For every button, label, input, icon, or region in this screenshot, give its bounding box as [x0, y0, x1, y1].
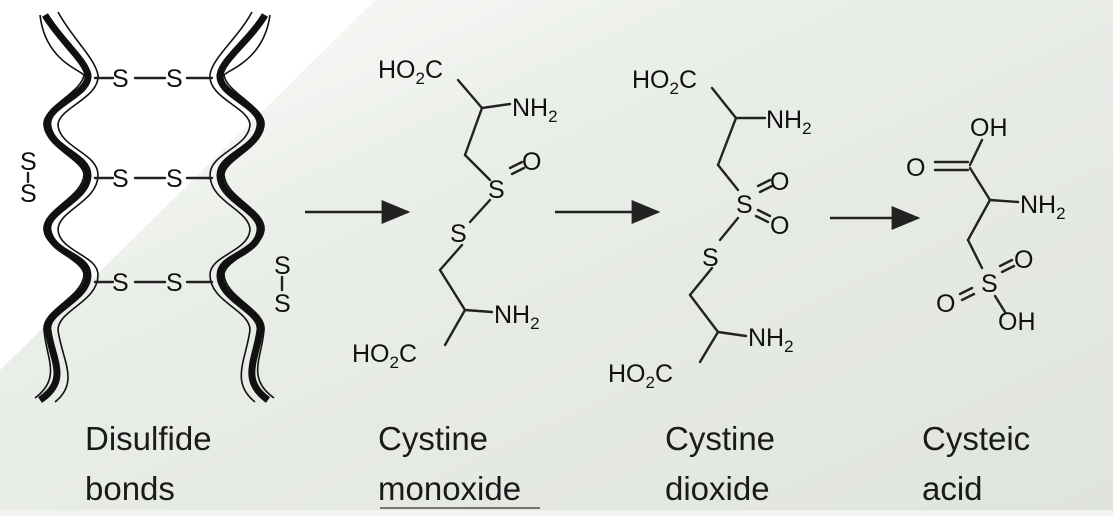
- svg-text:NH2: NH2: [1020, 191, 1066, 223]
- svg-text:OH: OH: [998, 308, 1036, 336]
- svg-text:O: O: [770, 212, 789, 240]
- svg-text:S: S: [702, 244, 719, 272]
- svg-text:NH2: NH2: [494, 301, 540, 333]
- background-white-wedge: [0, 0, 375, 370]
- svg-text:O: O: [522, 148, 541, 176]
- disulfide-s-atoms: S S S S S S S S S S: [20, 65, 291, 318]
- svg-text:S: S: [112, 269, 129, 297]
- cysteic-caption-line2: acid: [922, 470, 983, 507]
- monoxide-caption-line1: Cystine: [378, 420, 488, 457]
- svg-text:S: S: [274, 252, 291, 280]
- dioxide-caption-line1: Cystine: [665, 420, 775, 457]
- svg-text:O: O: [1014, 246, 1033, 274]
- svg-text:O: O: [936, 290, 955, 318]
- svg-text:HO2C: HO2C: [632, 66, 697, 98]
- dioxide-caption-line2: dioxide: [665, 470, 770, 507]
- cysteic-acid-structure: [933, 138, 1020, 314]
- svg-text:S: S: [112, 165, 129, 193]
- svg-text:S: S: [166, 165, 183, 193]
- svg-text:NH2: NH2: [766, 106, 812, 138]
- svg-text:S: S: [450, 220, 467, 248]
- svg-text:S: S: [20, 148, 37, 176]
- svg-text:O: O: [906, 154, 925, 182]
- cysteic-acid-atoms: OH O NH2 S O O OH: [906, 114, 1066, 336]
- cystine-monoxide-structure: [438, 78, 526, 347]
- svg-text:HO2C: HO2C: [352, 340, 417, 372]
- monoxide-caption-line2: monoxide: [378, 470, 521, 507]
- cystine-dioxide-atoms: HO2C NH2 S O O S NH2 HO2C: [608, 66, 812, 392]
- svg-text:S: S: [274, 290, 291, 318]
- svg-text:NH2: NH2: [748, 324, 794, 356]
- disulfide-helix-structure: [26, 11, 284, 403]
- svg-text:S: S: [20, 180, 37, 208]
- svg-text:HO2C: HO2C: [608, 360, 673, 392]
- svg-text:S: S: [166, 269, 183, 297]
- svg-text:S: S: [488, 176, 505, 204]
- svg-text:O: O: [770, 168, 789, 196]
- svg-text:S: S: [166, 65, 183, 93]
- svg-text:HO2C: HO2C: [378, 56, 443, 88]
- cystine-monoxide-atoms: HO2C NH2 S O S NH2 HO2C: [352, 56, 558, 372]
- svg-text:S: S: [981, 270, 998, 298]
- disulfide-caption-line2: bonds: [85, 470, 175, 507]
- cysteic-caption-line1: Cysteic: [922, 420, 1030, 457]
- svg-text:OH: OH: [970, 114, 1008, 142]
- bottom-strip: [0, 510, 1113, 516]
- cystine-dioxide-structure: [688, 86, 774, 364]
- svg-text:S: S: [736, 191, 753, 219]
- disulfide-caption-line1: Disulfide: [85, 420, 212, 457]
- svg-text:NH2: NH2: [512, 94, 558, 126]
- svg-text:S: S: [112, 65, 129, 93]
